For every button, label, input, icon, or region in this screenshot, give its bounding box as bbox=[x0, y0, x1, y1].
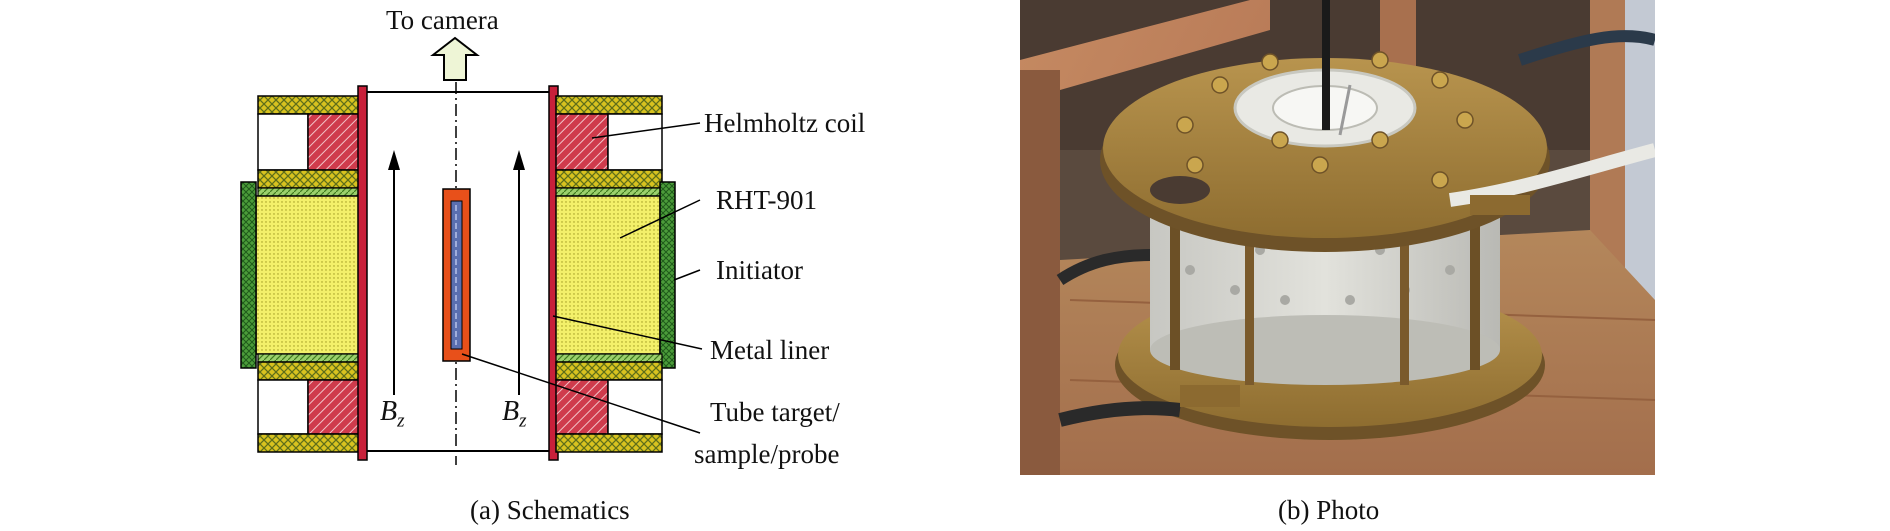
to-camera-arrow bbox=[430, 36, 480, 81]
leader-lines bbox=[461, 122, 703, 434]
field-arrows bbox=[388, 150, 525, 395]
schematic-caption: (a) Schematics bbox=[470, 495, 630, 525]
schematic-diagram bbox=[240, 36, 703, 465]
tube-target bbox=[442, 188, 471, 362]
chamber-outline bbox=[366, 91, 549, 452]
left-assembly bbox=[240, 85, 368, 461]
right-assembly bbox=[548, 85, 676, 461]
metal-liner-label: Metal liner bbox=[710, 335, 830, 365]
field-label-left: Bz bbox=[380, 396, 405, 432]
photo-image bbox=[1020, 0, 1655, 475]
rht-901-label: RHT-901 bbox=[716, 185, 818, 215]
helmholtz-coil-label: Helmholtz coil bbox=[704, 108, 866, 138]
to-camera-label: To camera bbox=[386, 5, 499, 35]
photo-caption: (b) Photo bbox=[1278, 495, 1380, 525]
tube-target-label-line1: Tube target/ bbox=[710, 397, 840, 427]
field-label-right: Bz bbox=[502, 396, 527, 432]
tube-target-label-line2: sample/probe bbox=[694, 439, 840, 469]
initiator-label: Initiator bbox=[716, 255, 803, 285]
